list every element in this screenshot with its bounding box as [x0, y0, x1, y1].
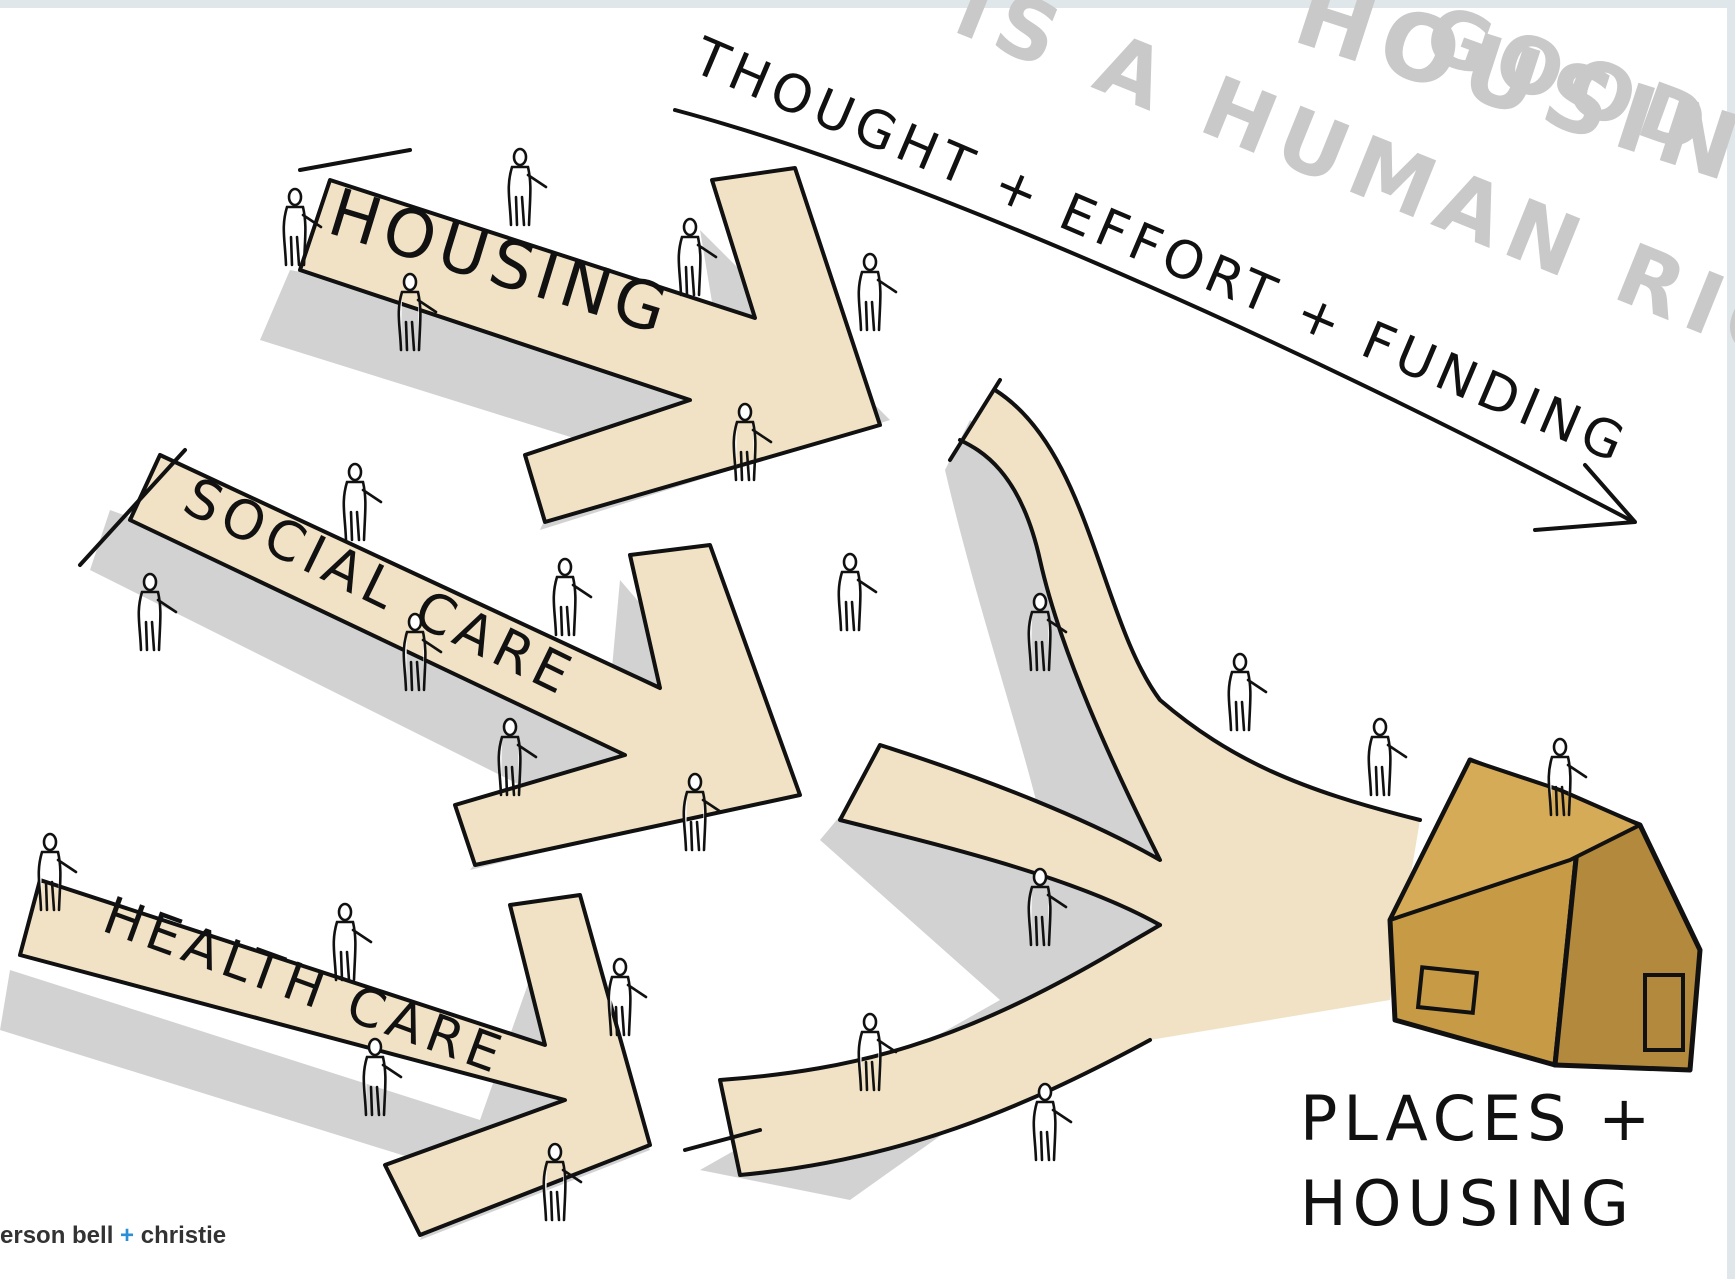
person-icon [1027, 592, 1068, 672]
destination-label-line1: PLACES + [1300, 1082, 1656, 1155]
person-icon [1027, 867, 1068, 947]
person-icon [37, 832, 78, 912]
person-icon [857, 252, 898, 332]
house-icon [1387, 757, 1703, 1073]
person-icon [137, 572, 178, 652]
person-icon [362, 1037, 403, 1117]
person-icon [552, 557, 593, 637]
person-icon [542, 1142, 583, 1222]
person-icon [1227, 652, 1268, 732]
person-icon [1032, 1082, 1073, 1162]
person-icon [1367, 717, 1408, 797]
person-icon [682, 772, 723, 852]
person-icon [837, 552, 878, 632]
credit-line: erson bell + christie [0, 1222, 226, 1250]
credit-plus: + [120, 1222, 135, 1249]
arrow-converging [683, 378, 1422, 1177]
person-icon [332, 902, 373, 982]
person-icon [857, 1012, 898, 1092]
person-icon [732, 402, 773, 482]
people-group [37, 147, 1588, 1222]
destination-label-line2: HOUSING [1300, 1167, 1635, 1240]
arrow-health-care [18, 878, 652, 1237]
person-icon [607, 957, 648, 1037]
person-icon [677, 217, 718, 297]
person-icon [402, 612, 443, 692]
long-arrow-icon [673, 108, 1637, 532]
credit-part1: erson bell [0, 1222, 114, 1249]
person-icon [282, 187, 323, 267]
person-icon [1547, 737, 1588, 817]
person-icon [507, 147, 548, 227]
person-icon [497, 717, 538, 797]
person-icon [397, 272, 438, 352]
credit-part2: christie [140, 1222, 227, 1249]
arrow-social-care [78, 448, 802, 867]
person-icon [342, 462, 383, 542]
